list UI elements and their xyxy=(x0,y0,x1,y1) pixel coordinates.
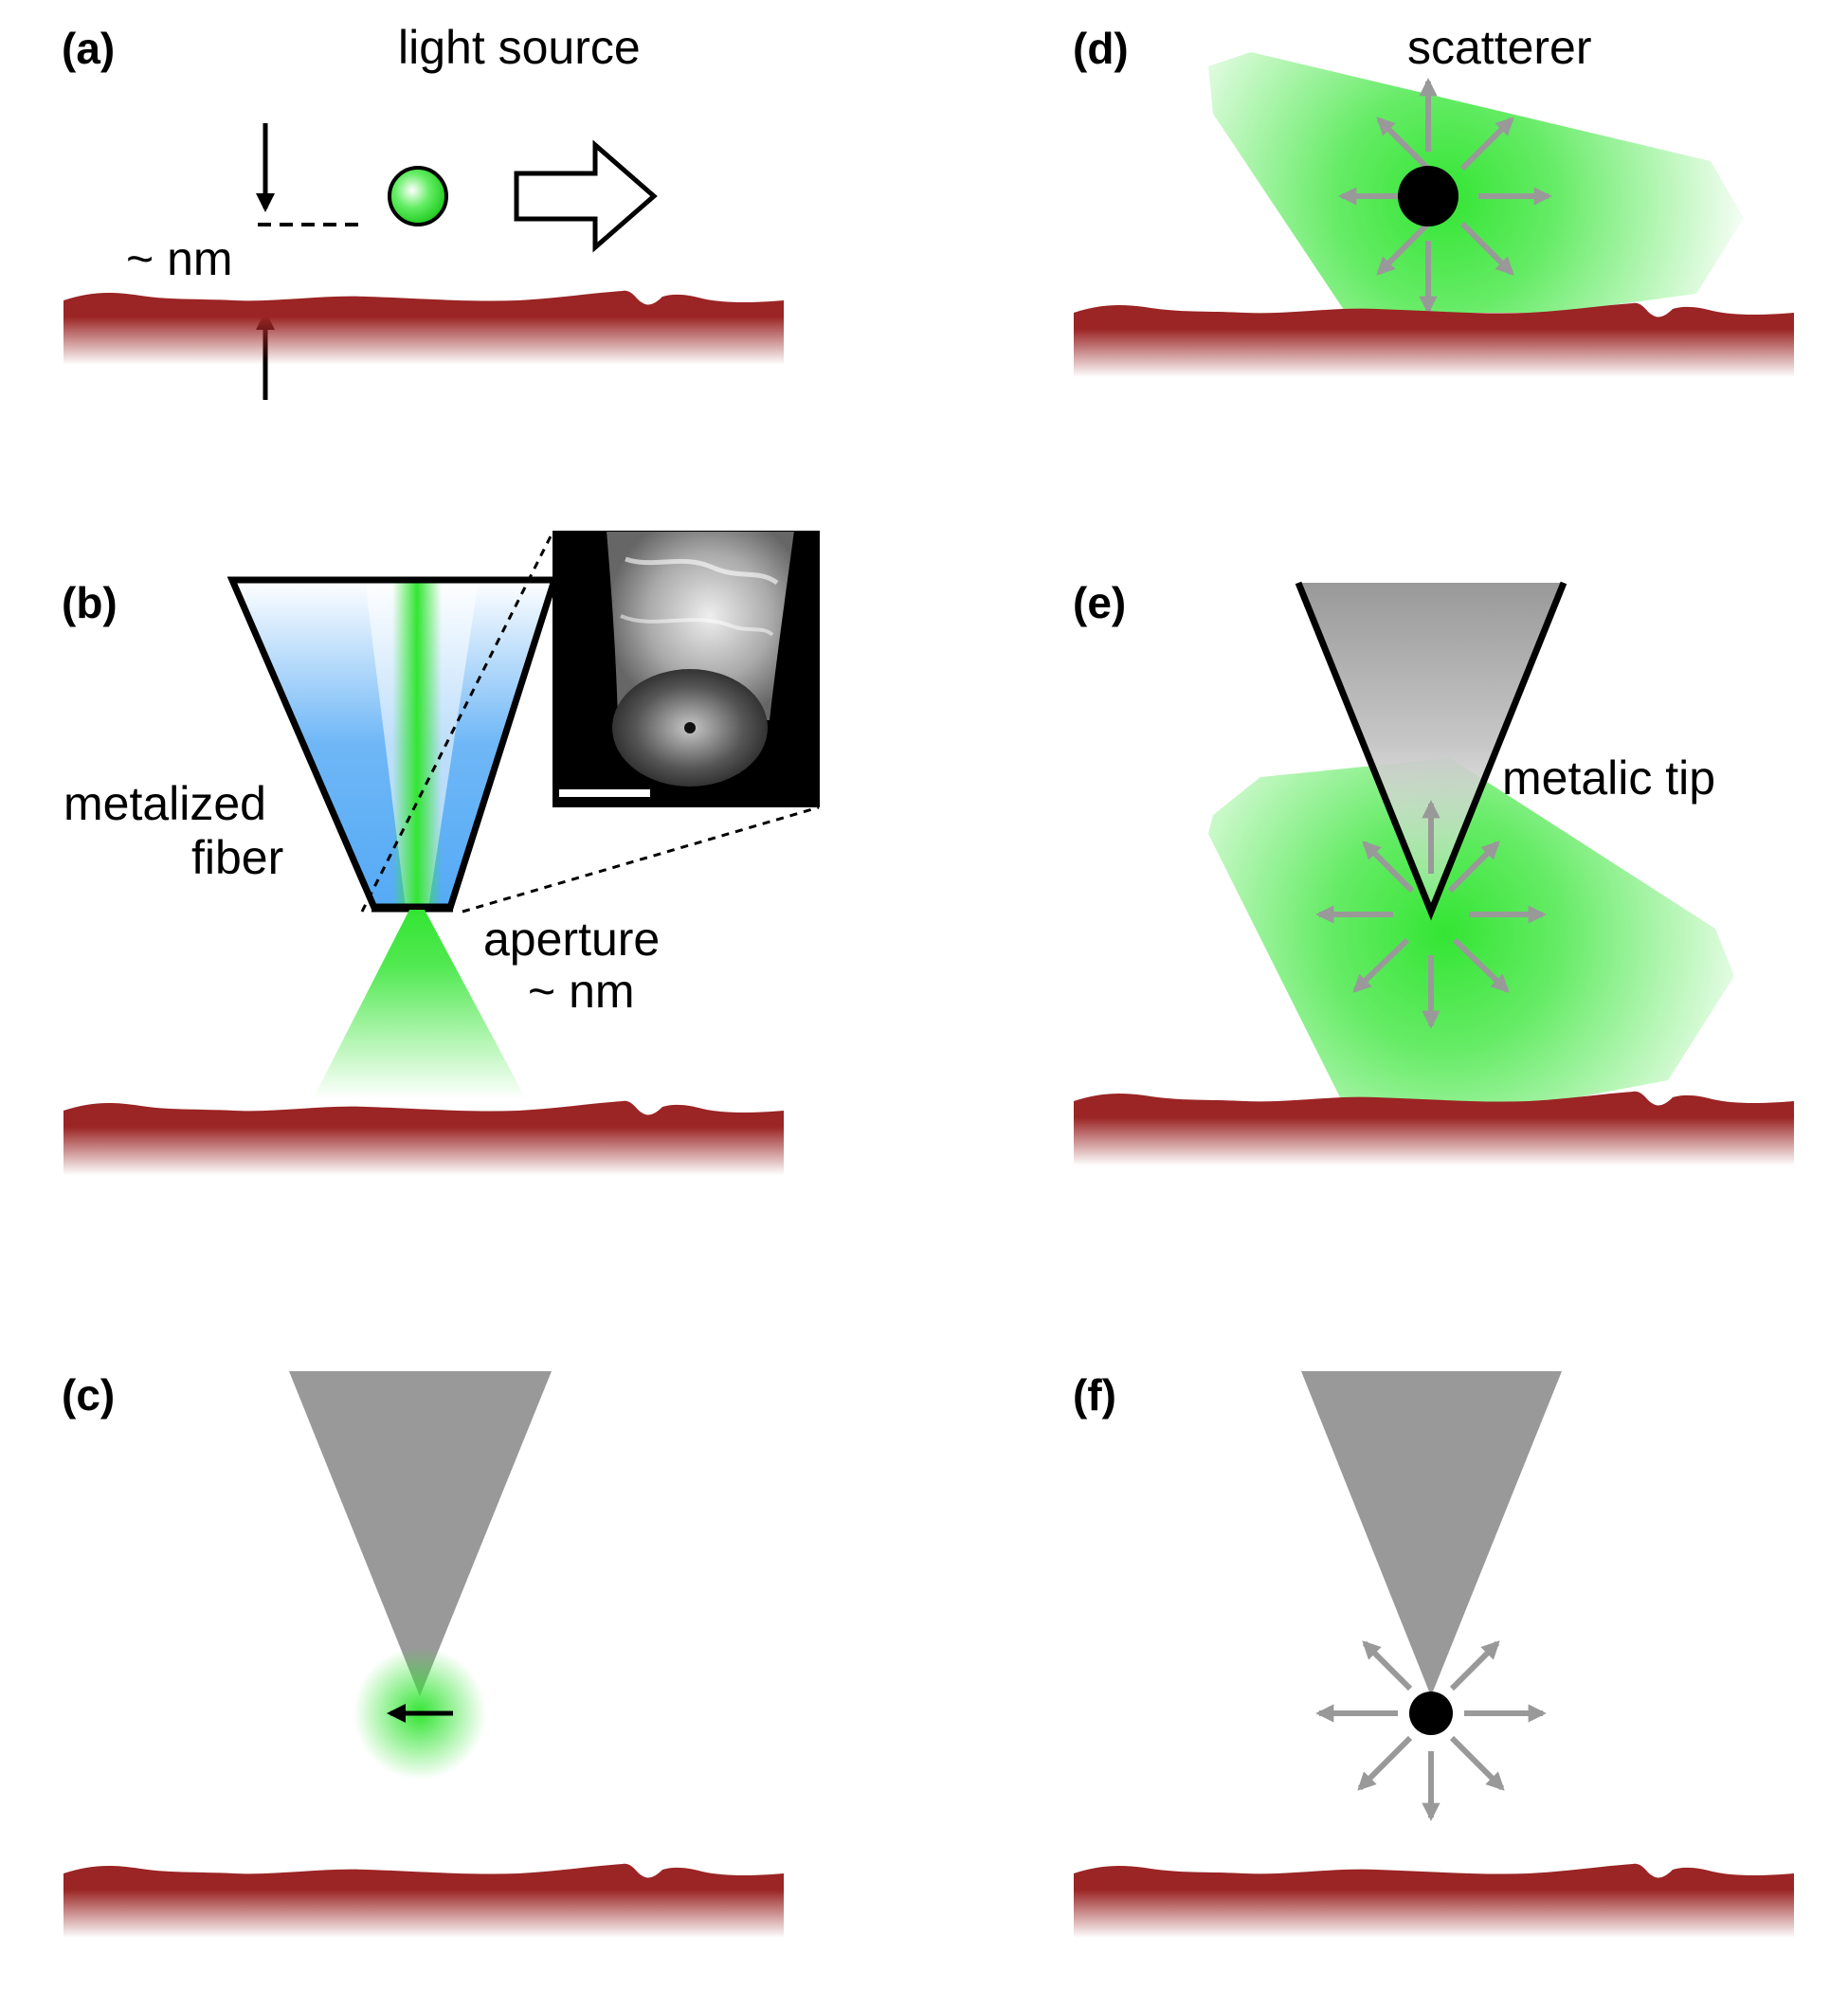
panel-c: (c) xyxy=(62,1370,784,1938)
sem-inset-image: 500 nm xyxy=(553,531,820,807)
sample-surface xyxy=(63,1100,784,1175)
metal-tip xyxy=(289,1371,552,1696)
inset-scalebar-label: 500 nm xyxy=(563,764,635,787)
scattered-field xyxy=(1208,758,1734,1109)
scatterer-icon xyxy=(1398,166,1458,226)
metal-tip xyxy=(1301,1371,1562,1696)
light-beam xyxy=(392,580,442,908)
sample-surface xyxy=(63,290,784,365)
fiber-label-line2: fiber xyxy=(191,831,283,884)
panel-label: (b) xyxy=(62,578,118,627)
panel-label: (f) xyxy=(1073,1370,1116,1420)
panel-label: (d) xyxy=(1073,24,1129,73)
aperture-label-line2: ~ nm xyxy=(528,965,635,1018)
panel-b: (b) 500 nm metalized fiber aperture ~ nm xyxy=(62,530,820,1175)
panel-e: (e) metalic tip xyxy=(1073,578,1794,1166)
scattered-field xyxy=(1208,52,1744,313)
sample-surface xyxy=(1074,1863,1794,1938)
metal-tip-outline xyxy=(1295,581,1567,921)
metalic-tip-label: metalic tip xyxy=(1502,751,1715,805)
panel-d: (d) scatterer xyxy=(1073,21,1794,377)
near-field-cone xyxy=(313,910,526,1099)
sample-surface xyxy=(1074,302,1794,377)
distance-label: ~ nm xyxy=(126,232,233,285)
scatterer-icon xyxy=(1409,1692,1453,1735)
light-source-label: light source xyxy=(398,21,641,74)
panel-f: (f) xyxy=(1073,1370,1794,1938)
panel-a: (a) light source ~ nm xyxy=(62,21,784,400)
direction-arrow-icon xyxy=(514,139,658,253)
panel-label: (a) xyxy=(62,24,115,73)
aperture-label-line1: aperture xyxy=(483,913,660,966)
emission-arrows-icon xyxy=(1315,800,1547,1029)
panel-label: (c) xyxy=(62,1370,115,1420)
emission-arrows-icon xyxy=(1315,1640,1547,1821)
scatterer-label: scatterer xyxy=(1407,21,1592,74)
panel-label: (e) xyxy=(1073,578,1126,627)
light-source-icon xyxy=(388,166,448,226)
inset-zoom-line xyxy=(462,805,820,914)
sample-surface xyxy=(63,1863,784,1938)
sample-surface xyxy=(1074,1091,1794,1166)
metal-tip xyxy=(1298,583,1564,912)
fiber-label-line1: metalized xyxy=(63,777,266,830)
